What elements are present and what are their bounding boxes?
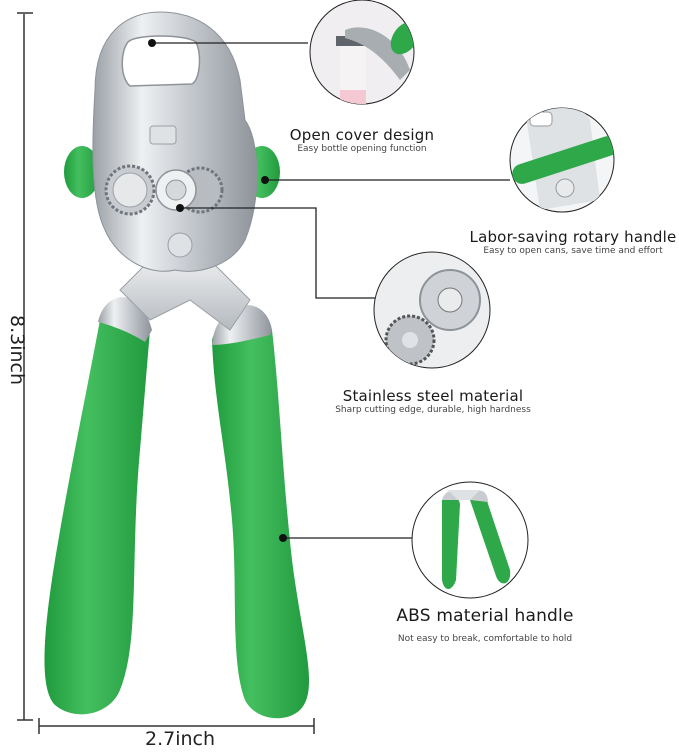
callout-lines (152, 42, 510, 539)
right-handle (212, 304, 310, 719)
rotary-handle-closeup (509, 107, 615, 213)
feature-abs-handle: ABS material handle Not easy to break, c… (380, 606, 590, 644)
height-value: 8.3inch (6, 314, 28, 386)
feature-subtitle: Easy bottle opening function (297, 144, 427, 154)
bottle-opener-slot (121, 35, 201, 87)
height-dimension-label: 8.3inch (2, 290, 32, 410)
feature-stainless-steel: Stainless steel material Sharp cutting e… (318, 387, 548, 415)
feature-subtitle: Sharp cutting edge, durable, high hardne… (335, 405, 531, 415)
feature-subtitle: Not easy to break, comfortable to hold (397, 634, 573, 644)
height-dimension-line (17, 12, 33, 721)
callout-dots (148, 39, 287, 542)
left-handle (44, 297, 152, 715)
handles-closeup (411, 481, 529, 599)
gear-cutter-closeup (373, 251, 491, 369)
feature-subtitle: Easy to open cans, save time and effort (483, 246, 663, 256)
latch (149, 125, 177, 145)
feature-title: Stainless steel material (342, 387, 524, 405)
feature-rotary-handle: Labor-saving rotary handle Easy to open … (466, 228, 679, 256)
feature-open-cover: Open cover design Easy bottle opening fu… (282, 126, 442, 154)
width-dimension-line (38, 718, 315, 734)
width-dimension-label: 2.7inch (144, 728, 216, 750)
feature-title: Open cover design (289, 126, 435, 144)
feature-title: ABS material handle (396, 606, 574, 626)
cutting-gears (104, 164, 224, 258)
feature-title: Labor-saving rotary handle (469, 228, 677, 246)
rotary-handle-left (64, 146, 100, 198)
bottle-opener-closeup (309, 0, 415, 105)
